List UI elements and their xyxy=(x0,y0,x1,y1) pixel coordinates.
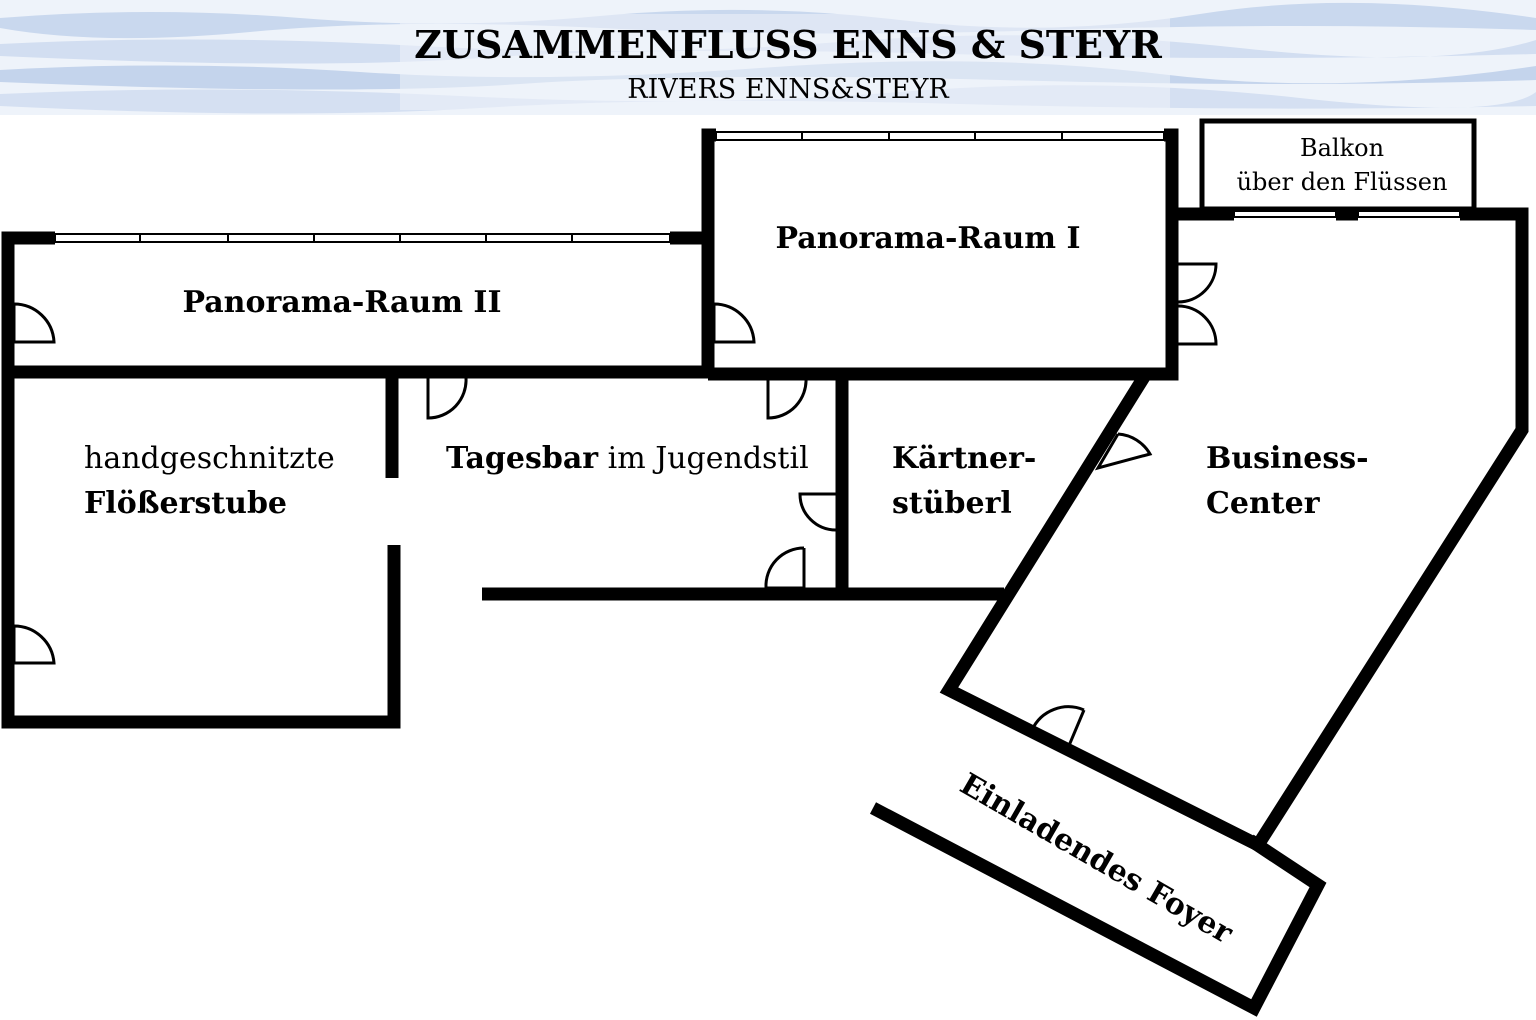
room-label-business-line2: Center xyxy=(1206,486,1321,521)
room-label-floesser-line1: handgeschnitzte xyxy=(84,441,335,476)
room-label-kaertner-line1: Kärtner- xyxy=(892,441,1036,476)
room-label-balkon-line2: über den Flüssen xyxy=(1237,168,1448,196)
room-label-kaertner-line2: stüberl xyxy=(892,486,1012,521)
room-label-business-line1: Business- xyxy=(1206,441,1369,476)
room-label-floesser-line2: Flößerstube xyxy=(84,486,287,521)
room-label-tagesbar: Tagesbar im Jugendstil xyxy=(446,441,809,476)
room-label-panorama-2: Panorama-Raum II xyxy=(182,285,501,320)
doors xyxy=(12,262,1218,751)
room-label-balkon-line1: Balkon xyxy=(1300,134,1384,162)
water-banner xyxy=(0,0,1536,115)
walls xyxy=(1,118,1529,1017)
page-title: ZUSAMMENFLUSS ENNS & STEYR xyxy=(414,22,1162,67)
page-subtitle: RIVERS ENNS&STEYR xyxy=(627,74,949,105)
room-label-panorama-1: Panorama-Raum I xyxy=(776,221,1081,256)
